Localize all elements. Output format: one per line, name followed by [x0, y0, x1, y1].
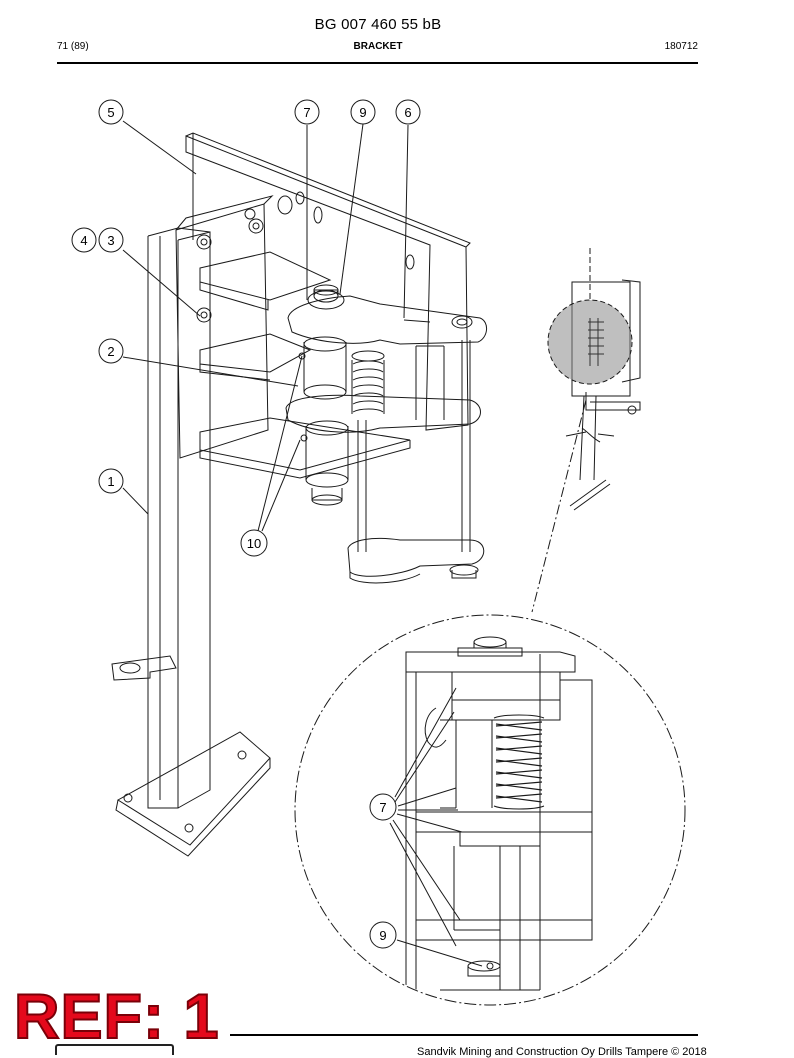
- callout-3: 3: [98, 227, 124, 253]
- svg-text:2: 2: [107, 344, 114, 359]
- svg-text:7: 7: [303, 105, 310, 120]
- brand-logo-fragment: [55, 1044, 174, 1055]
- svg-text:5: 5: [107, 105, 114, 120]
- svg-text:10: 10: [247, 536, 261, 551]
- section-title: BRACKET: [353, 41, 403, 52]
- callout-1: 1: [98, 468, 124, 494]
- callout-5: 5: [98, 99, 124, 125]
- detail-callout-9: 9: [369, 921, 397, 949]
- svg-text:4: 4: [80, 233, 87, 248]
- callout-2: 2: [98, 338, 124, 364]
- detail-leader: [531, 399, 587, 613]
- document-number: BG 007 460 55 bB: [314, 16, 442, 33]
- callout-balloons: 5 7 9 6 4 3 2 1 10 7 9: [71, 99, 421, 949]
- reference-stamp: REF: 1: [13, 982, 220, 1052]
- detail-view: [294, 614, 686, 1006]
- callout-4: 4: [71, 227, 97, 253]
- svg-text:1: 1: [107, 474, 114, 489]
- copyright-text: Sandvik Mining and Construction Oy Drill…: [417, 1046, 707, 1058]
- svg-text:6: 6: [404, 105, 411, 120]
- detail-callout-7: 7: [369, 793, 397, 821]
- callout-6: 6: [395, 99, 421, 125]
- svg-text:7: 7: [379, 800, 386, 815]
- spring: [351, 350, 385, 414]
- svg-text:9: 9: [379, 928, 386, 943]
- leader-lines: [122, 120, 483, 967]
- date-code: 180712: [664, 41, 698, 52]
- side-view: [547, 248, 641, 511]
- callout-10: 10: [240, 529, 268, 557]
- svg-text:3: 3: [107, 233, 114, 248]
- header-rule: [57, 62, 698, 64]
- callout-7: 7: [294, 99, 320, 125]
- callout-9: 9: [350, 99, 376, 125]
- svg-text:9: 9: [359, 105, 366, 120]
- footer-rule: [230, 1034, 698, 1036]
- page-number: 71 (89): [57, 41, 89, 52]
